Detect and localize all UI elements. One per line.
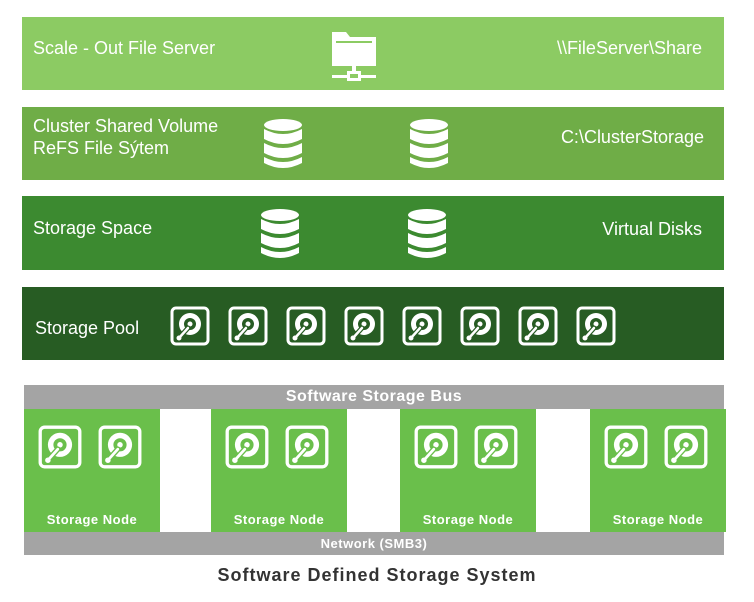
csv-label-line1: Cluster Shared Volume: [33, 116, 219, 136]
hard-disk-icon: [286, 306, 326, 346]
storage-node: Storage Node: [590, 409, 726, 532]
layer-storage-pool: Storage Pool: [22, 287, 724, 360]
server-folder-icon: [332, 32, 376, 81]
csv-label-line2: ReFS File Sýtem: [33, 138, 170, 158]
hard-disk-icon: [604, 425, 648, 469]
hard-disk-icon: [98, 425, 142, 469]
hard-disk-icon: [344, 306, 384, 346]
layer-cluster-shared-volume: Cluster Shared Volume ReFS File Sýtem C:…: [22, 107, 724, 180]
layer-file-server: Scale - Out File Server \\FileServer\Sha…: [22, 17, 724, 90]
storage-node-label: Storage Node: [233, 512, 325, 527]
hard-disk-icon: [38, 425, 82, 469]
file-server-path: \\FileServer\Share: [556, 38, 702, 58]
storage-pool-label: Storage Pool: [35, 318, 140, 338]
virtual-disks-label: Virtual Disks: [602, 219, 702, 239]
storage-space-label: Storage Space: [33, 218, 153, 238]
database-icon: [264, 119, 302, 168]
hard-disk-icon: [285, 425, 329, 469]
file-server-label: Scale - Out File Server: [33, 38, 216, 58]
hard-disk-icon: [518, 306, 558, 346]
database-icon: [261, 209, 299, 258]
diagram-title: Software Defined Storage System: [217, 565, 537, 585]
hard-disk-icon: [170, 306, 210, 346]
hard-disk-icon: [664, 425, 708, 469]
storage-node-label: Storage Node: [612, 512, 704, 527]
hard-disk-icon: [228, 306, 268, 346]
network-bar: Network (SMB3): [24, 532, 724, 555]
storage-node-label: Storage Node: [422, 512, 514, 527]
layer-storage-space: Storage Space Virtual Disks: [22, 196, 724, 270]
storage-node: Storage Node: [24, 409, 160, 532]
hard-disk-icon: [402, 306, 442, 346]
database-icon: [410, 119, 448, 168]
hard-disk-icon: [225, 425, 269, 469]
hard-disk-icon: [414, 425, 458, 469]
software-storage-bus: Software Storage Bus: [24, 385, 724, 409]
csv-path: C:\ClusterStorage: [560, 127, 704, 147]
hard-disk-icon: [576, 306, 616, 346]
hard-disk-icon: [460, 306, 500, 346]
storage-node: Storage Node: [211, 409, 347, 532]
hard-disk-icon: [474, 425, 518, 469]
storage-node-label: Storage Node: [46, 512, 138, 527]
storage-node: Storage Node: [400, 409, 536, 532]
database-icon: [408, 209, 446, 258]
